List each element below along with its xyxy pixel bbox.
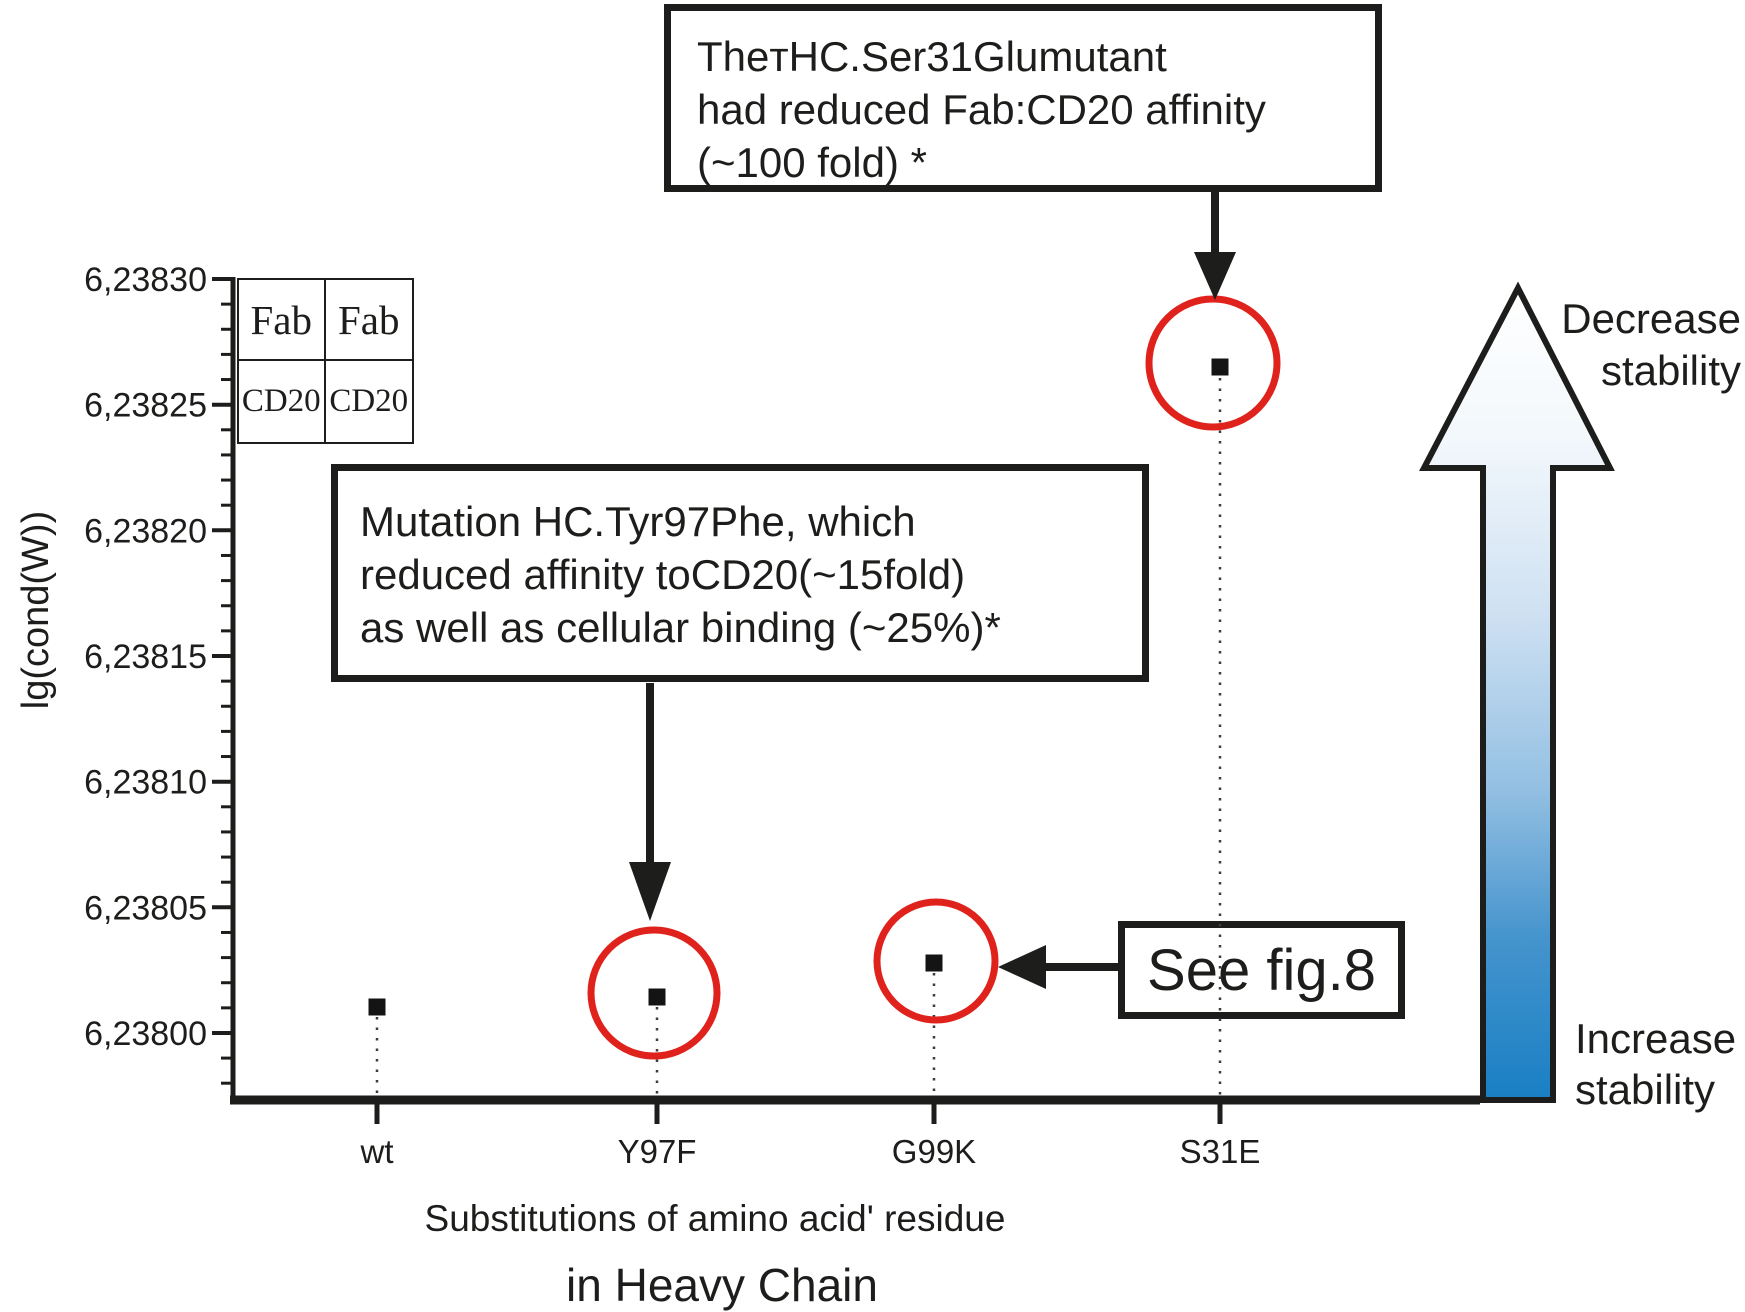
arrowhead-left-see-fig8-icon xyxy=(998,945,1046,989)
annotation-y97f-line1: Mutation HC.Tyr97Phe, which xyxy=(360,498,916,545)
highlight-circle-s31e xyxy=(1145,295,1281,431)
y-tick-label-623820: 6,23820 xyxy=(84,512,207,550)
y-axis-title: lg(cond(W)) xyxy=(15,511,57,709)
annotation-y97f-line3: as well as cellular binding (~25%)* xyxy=(360,604,1001,651)
annotation-y97f-line2: reduced affinity toCD20(~15fold) xyxy=(360,551,966,598)
increase-stability-line1: Increase xyxy=(1575,1015,1736,1062)
arrowhead-down-s31e-icon xyxy=(1194,252,1236,300)
increase-stability-line2: stability xyxy=(1575,1066,1715,1113)
fab-cd20-legend-table: Fab Fab CD20 CD20 xyxy=(237,278,414,444)
see-fig8-label: See fig.8 xyxy=(1147,937,1376,1003)
x-ticks xyxy=(374,1104,1223,1124)
y-tick-label-623800: 6,23800 xyxy=(84,1015,207,1053)
x-tick-label-wt: wt xyxy=(360,1133,394,1170)
y-tick-label-623815: 6,23815 xyxy=(84,638,207,676)
y-tick-label-623825: 6,23825 xyxy=(84,387,207,425)
y-tick-label-623805: 6,23805 xyxy=(84,889,207,927)
data-point-s31e xyxy=(1211,358,1229,376)
y-tick-label-623830: 6,23830 xyxy=(84,261,207,299)
y-minor-ticks xyxy=(221,302,233,1085)
annotation-s31e-line3: (~100 fold) * xyxy=(697,139,927,186)
x-tick-label-g99k: G99K xyxy=(892,1133,976,1170)
decrease-stability-line2: stability xyxy=(1601,347,1741,394)
y-major-ticks xyxy=(212,277,233,1035)
arrowhead-down-y97f-icon xyxy=(629,862,671,921)
annotation-box-see-fig8: See fig.8 xyxy=(1118,921,1405,1019)
x-tick-label-s31e: S31E xyxy=(1180,1133,1261,1170)
data-point-y97f xyxy=(648,988,666,1006)
data-points xyxy=(368,358,1229,1016)
x-axis-title-line1: Substitutions of amino acid' residue xyxy=(425,1198,1006,1239)
x-tick-label-y97f: Y97F xyxy=(618,1133,697,1170)
stability-gradient-arrow-icon xyxy=(1419,281,1615,1103)
y-tick-label-623810: 6,23810 xyxy=(84,764,207,802)
decrease-stability-line1: Decrease xyxy=(1561,295,1741,342)
annotation-box-s31e: TheтHC.Ser31Glumutant had reduced Fab:CD… xyxy=(664,4,1382,192)
annotation-box-y97f: Mutation HC.Tyr97Phe, which reduced affi… xyxy=(331,464,1149,682)
legend-cell-fab-2: Fab xyxy=(325,280,412,361)
highlight-circle-y97f xyxy=(587,926,721,1060)
legend-cell-cd20-1: CD20 xyxy=(239,361,326,442)
annotation-s31e-line2: had reduced Fab:CD20 affinity xyxy=(697,86,1266,133)
x-axis-title-line2: in Heavy Chain xyxy=(566,1259,878,1311)
data-point-g99k xyxy=(925,954,943,972)
legend-cell-cd20-2: CD20 xyxy=(329,383,409,419)
legend-cell-fab-1: Fab xyxy=(239,280,326,361)
highlight-circle-g99k xyxy=(873,898,999,1024)
data-point-wt xyxy=(368,998,386,1016)
annotation-s31e-line1: TheтHC.Ser31Glumutant xyxy=(697,33,1167,80)
